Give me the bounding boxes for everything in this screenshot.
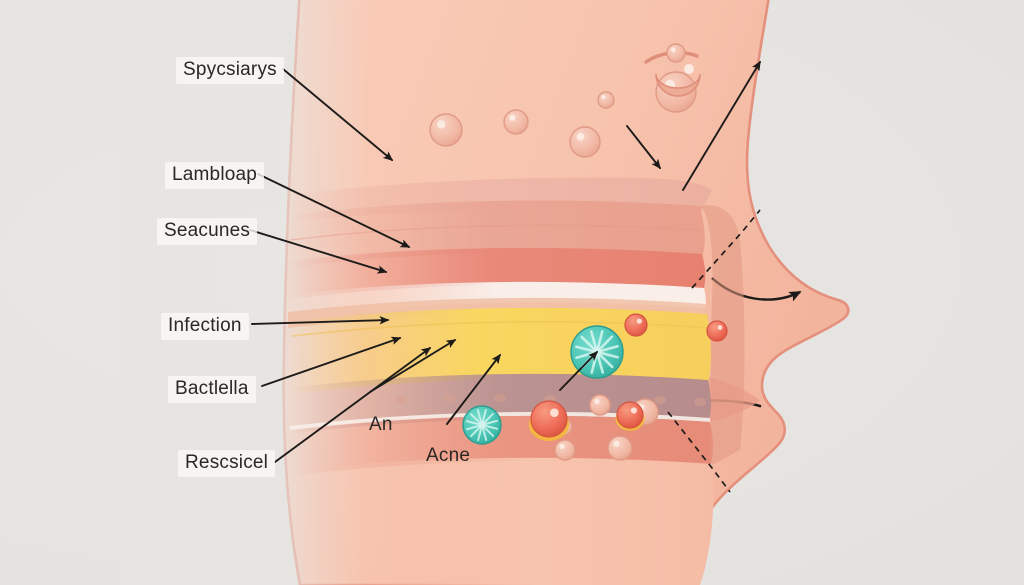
arrow-infection <box>251 316 390 325</box>
arrow-an <box>369 339 457 393</box>
skin-bubble <box>607 435 633 461</box>
label-acne: Acne <box>426 445 471 466</box>
arrow-face-callout <box>682 60 761 191</box>
arrow-bactlella <box>261 336 402 387</box>
skin-feature-layer <box>429 43 728 461</box>
skin-bubble <box>554 439 576 461</box>
annotation-arrows <box>249 60 761 463</box>
label-lambloap: Lambloap <box>165 162 265 189</box>
pustule <box>706 320 728 342</box>
label-rescsicel: Rescsicel <box>178 450 276 477</box>
skin-bubble <box>569 126 601 158</box>
arrow-seacunes <box>249 229 388 274</box>
dashed-callouts <box>667 209 761 493</box>
slab-bottom-skin <box>288 457 714 585</box>
arrow-rescsicel <box>274 347 432 463</box>
arrow-bacteria-pointer <box>559 350 599 391</box>
label-spycsiarys: Spycsiarys <box>176 57 284 84</box>
surface-crater-pimple <box>655 64 701 97</box>
arrow-acne <box>446 353 501 425</box>
skin-cross-section <box>286 177 745 585</box>
pustule <box>624 313 648 337</box>
skin-bubble <box>429 113 463 147</box>
pustule <box>528 400 570 441</box>
label-infection: Infection <box>161 313 249 340</box>
label-an: An <box>369 414 393 435</box>
label-seacunes: Seacunes <box>157 218 258 245</box>
arrow-lambloap <box>257 173 411 248</box>
pustule <box>615 401 645 431</box>
skin-bubble <box>589 394 611 416</box>
skin-bubble <box>503 109 529 135</box>
arrow-spycsiarys <box>282 68 394 161</box>
label-bactlella: Bactlella <box>168 376 256 403</box>
bacteria-colony <box>462 405 502 445</box>
skin-bubble <box>666 43 686 63</box>
skin-bubble <box>597 91 615 109</box>
arrow-surface-pimple <box>626 125 661 170</box>
